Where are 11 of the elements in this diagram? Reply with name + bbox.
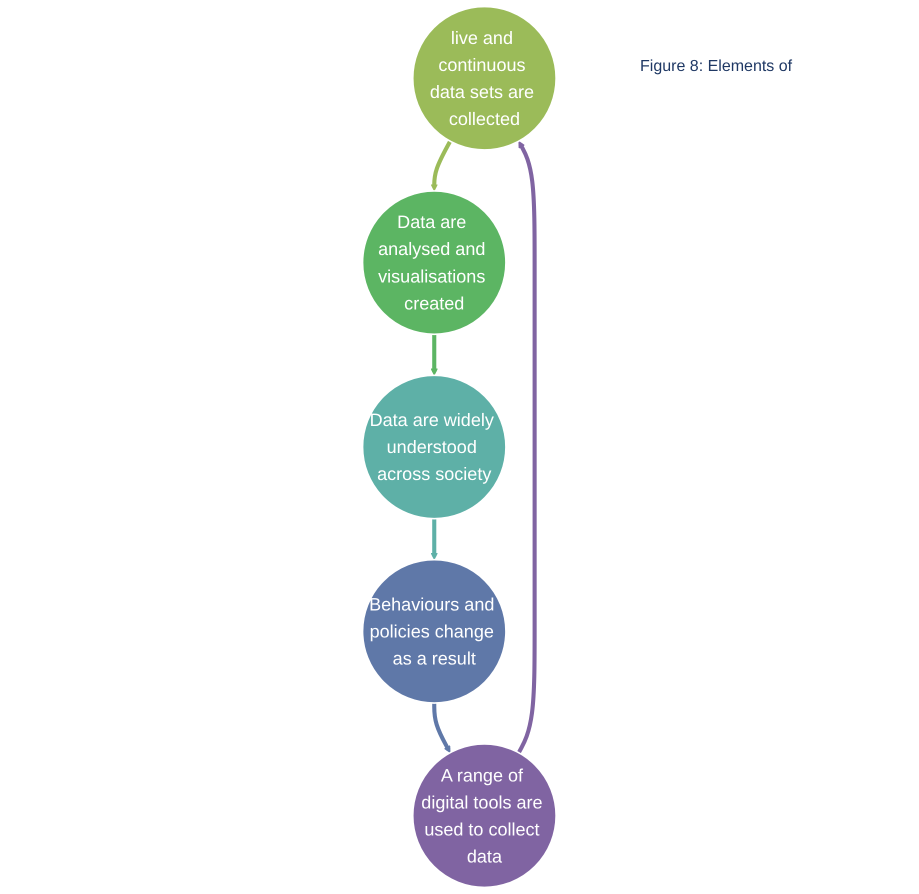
node-circle: A range of digital tools are used to collect data <box>412 743 558 888</box>
node-circle: Behaviours and policies change as a result <box>362 558 507 704</box>
node-circle: live and continuous data sets are collected <box>412 6 558 151</box>
arrow <box>517 140 537 754</box>
arrow <box>430 518 438 560</box>
arrow <box>430 334 438 376</box>
node-circle: Data are widely understood across society <box>362 374 507 520</box>
arrow <box>432 703 451 754</box>
node-circle: Data are analysed and visualisations created <box>362 190 507 336</box>
arrow <box>430 140 452 192</box>
figure-caption: Figure 8: Elements of <box>640 58 792 76</box>
